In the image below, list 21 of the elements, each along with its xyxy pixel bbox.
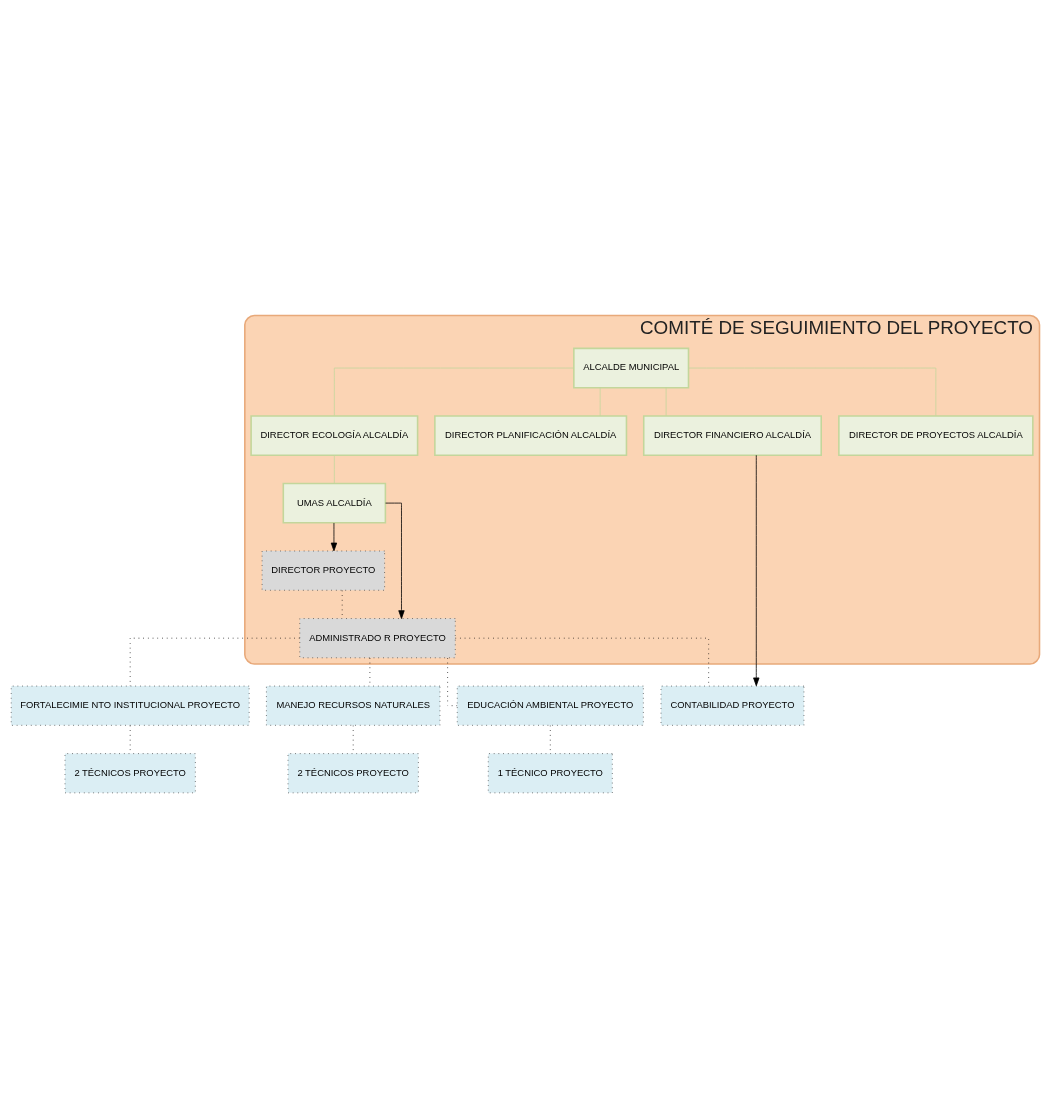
node-box: 2 TÉCNICOS PROYECTO xyxy=(287,752,419,793)
node-box: ADMINISTRADO R PROYECTO xyxy=(299,617,456,658)
node-box: 2 TÉCNICOS PROYECTO xyxy=(64,752,196,793)
node-box: DIRECTOR ECOLOGÍA ALCALDÍA xyxy=(250,414,419,456)
node-box: DIRECTOR DE PROYECTOS ALCALDÍA xyxy=(838,414,1034,456)
connector xyxy=(688,367,937,416)
node-box: DIRECTOR PROYECTO xyxy=(261,550,385,591)
node-box: FORTALECIMIE NTO INSTITUCIONAL PROYECTO xyxy=(10,685,250,726)
node-box: EDUCACIÓN AMBIENTAL PROYECTO xyxy=(456,685,644,726)
arrow xyxy=(385,502,405,619)
arrow xyxy=(330,522,338,551)
node-box: 1 TÉCNICO PROYECTO xyxy=(487,752,613,793)
node-box: UMAS ALCALDÍA xyxy=(282,482,387,523)
node-box: MANEJO RECURSOS NATURALES xyxy=(266,685,441,726)
connector xyxy=(333,367,574,416)
node-box: DIRECTOR FINANCIERO ALCALDÍA xyxy=(642,414,822,456)
connector xyxy=(333,454,335,484)
node-box: CONTABILIDAD PROYECTO xyxy=(660,685,805,726)
node-box: ALCALDE MUNICIPAL xyxy=(573,347,690,388)
node-box: DIRECTOR PLANIFICACIÓN ALCALDÍA xyxy=(434,414,628,456)
arrow xyxy=(753,454,760,686)
